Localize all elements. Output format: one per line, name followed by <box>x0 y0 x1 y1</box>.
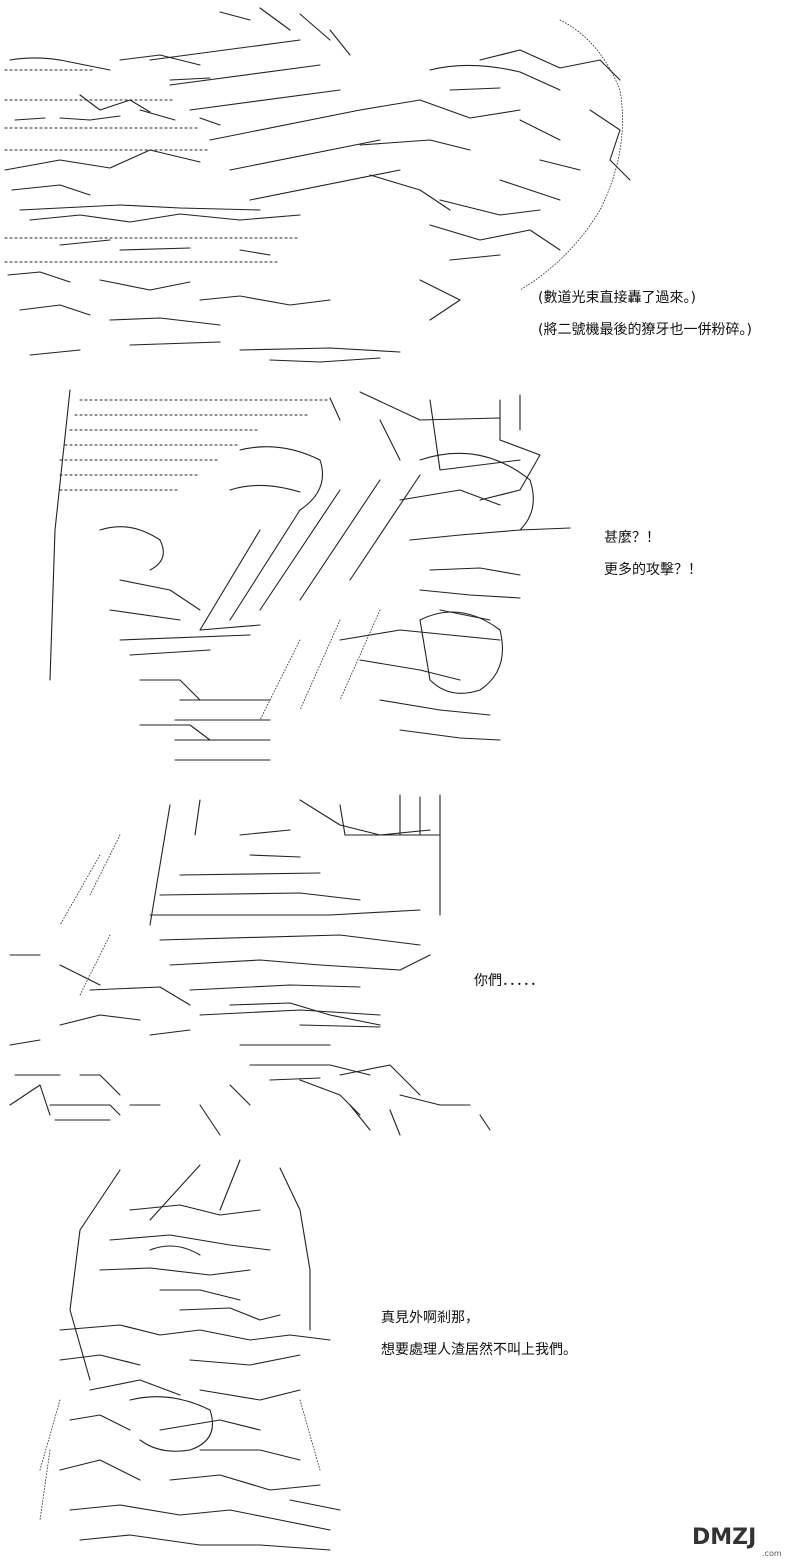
ascii-art-character-speaking <box>9 794 491 1136</box>
watermark-sub-text: .com <box>762 1549 782 1558</box>
panel-surprised-pilot: 甚麼？！ 更多的攻擊？！ <box>0 380 800 775</box>
dialogue-line: (將二號機最後的獠牙也一併粉碎。) <box>538 322 752 338</box>
ascii-art-pilot-surprised <box>49 389 571 761</box>
panel-beam-attack: (數道光束直接轟了過來。) (將二號機最後的獠牙也一併粉碎。) <box>0 0 800 380</box>
dialogue-box: 真見外啊剎那， 想要處理人渣居然不叫上我們。 <box>381 1308 577 1372</box>
ascii-art-mobile-suits <box>4 7 631 363</box>
watermark-logo-text: DMZJ <box>692 1525 756 1550</box>
dialogue-line: 你們．．．．． <box>474 973 544 989</box>
dialogue-line: 甚麼？！ <box>604 530 660 546</box>
dialogue-line: 真見外啊剎那， <box>381 1310 479 1326</box>
dialogue-line: 想要處理人渣居然不叫上我們。 <box>381 1342 577 1358</box>
dialogue-box: 甚麼？！ 更多的攻擊？！ <box>604 528 702 592</box>
panel-chibi-character: 真見外啊剎那， 想要處理人渣居然不叫上我們。 DMZJ .com <box>0 1150 800 1564</box>
dialogue-line: (數道光束直接轟了過來。) <box>538 290 696 306</box>
dialogue-box: (數道光束直接轟了過來。) (將二號機最後的獠牙也一併粉碎。) <box>538 288 752 352</box>
ascii-art-chibi-character <box>39 1159 341 1551</box>
dmzj-watermark-logo: DMZJ .com <box>692 1525 782 1558</box>
panel-character-speaking: 你們．．．．． <box>0 775 800 1150</box>
dialogue-line: 更多的攻擊？！ <box>604 562 702 578</box>
dialogue-box: 你們．．．．． <box>474 971 544 1003</box>
